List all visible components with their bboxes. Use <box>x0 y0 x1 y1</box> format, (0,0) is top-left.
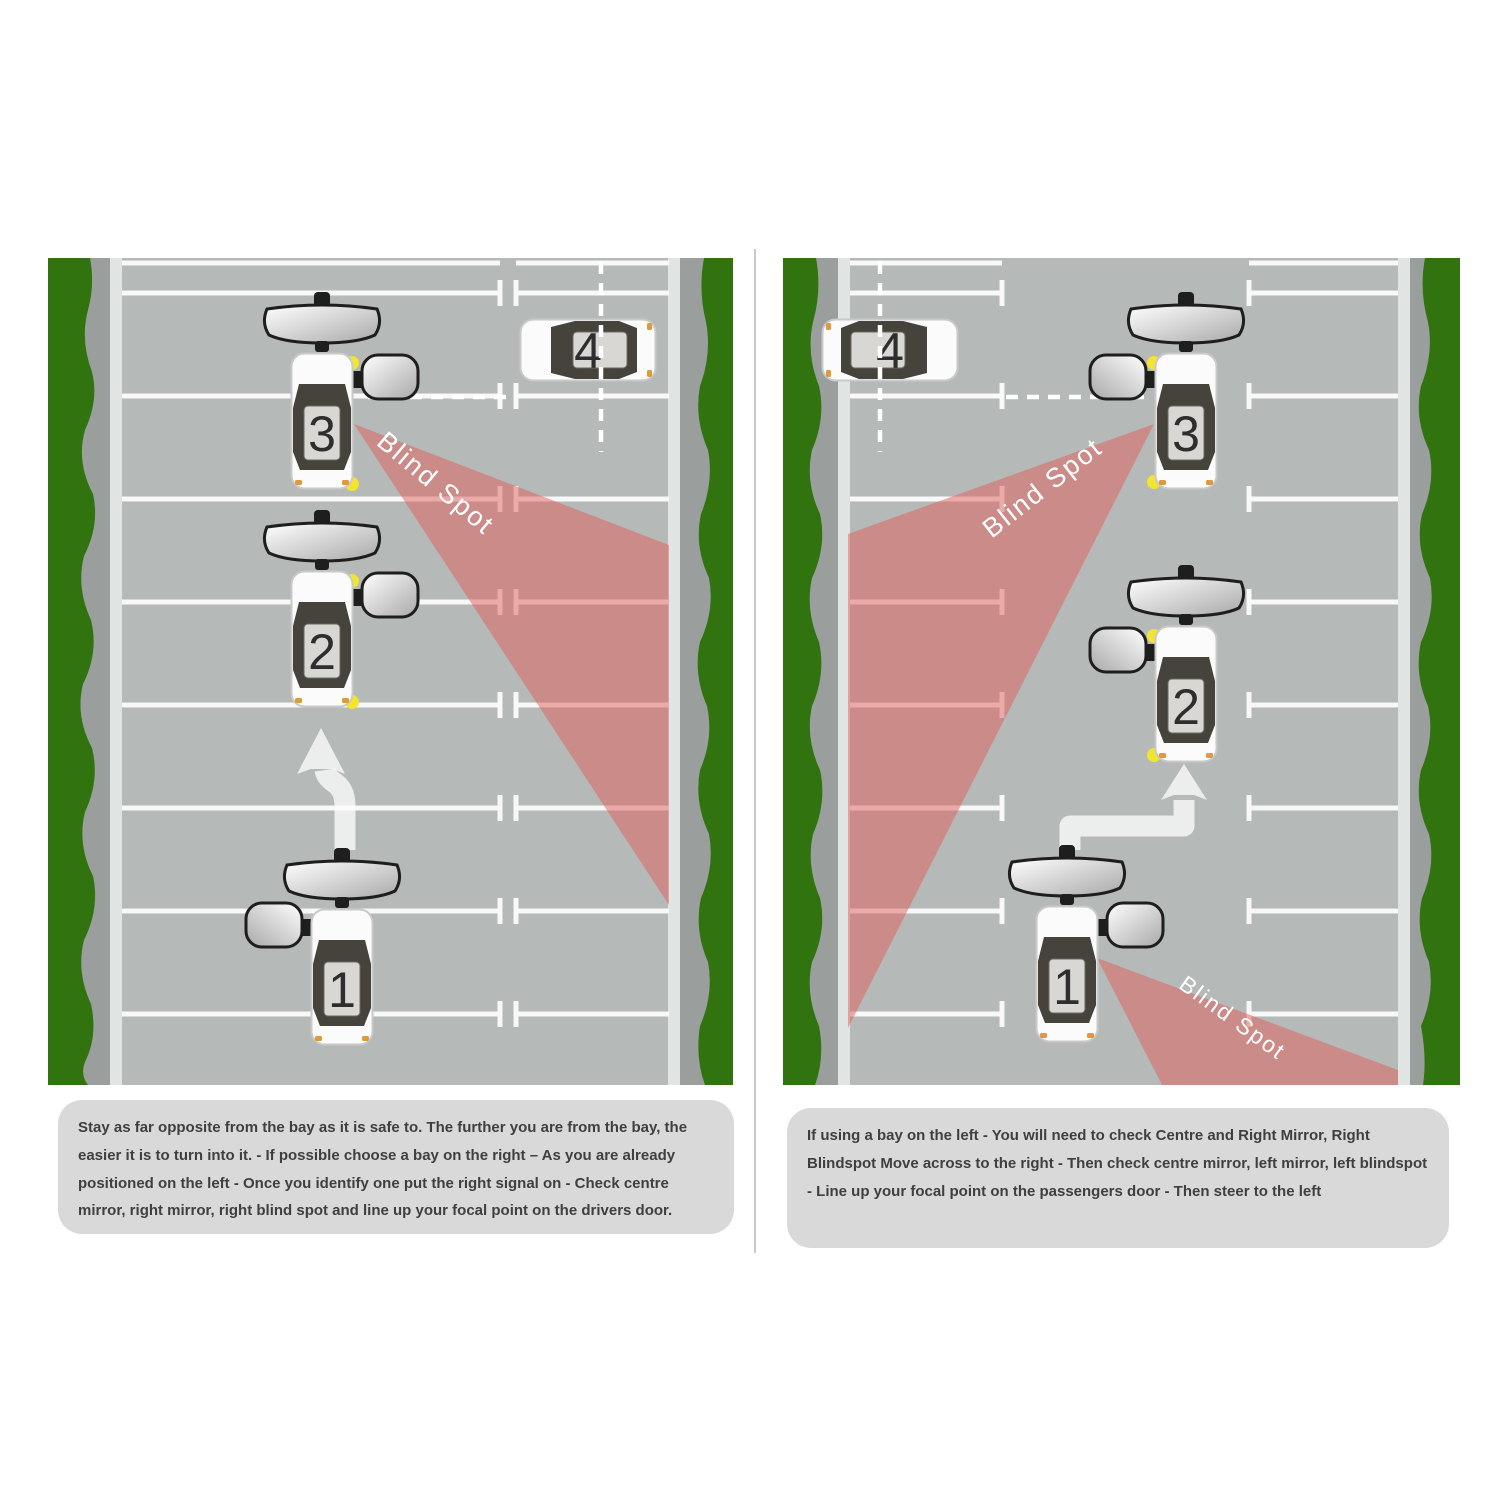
turn-arrow <box>1059 800 1195 850</box>
blind-spot-zone <box>848 424 1154 1028</box>
road-edge-line <box>838 258 850 1085</box>
blind-spot-zone <box>354 424 669 905</box>
car-4-number: 4 <box>574 323 602 379</box>
car-3-number: 3 <box>308 406 336 462</box>
car-1-number: 1 <box>1053 959 1081 1015</box>
road-edge-line <box>1398 258 1410 1085</box>
grass-strip <box>697 258 733 1085</box>
car-3-number: 3 <box>1172 406 1200 462</box>
car-1-number: 1 <box>328 962 356 1018</box>
road-edge-line <box>668 258 680 1085</box>
parking-bay-lines-right <box>1246 260 1398 1027</box>
left-diagram: 4 Blind Spot 3 2 1 <box>48 258 733 1085</box>
car-2-number: 2 <box>308 624 336 680</box>
car-2-number: 2 <box>1172 679 1200 735</box>
grass-strip <box>1418 258 1460 1085</box>
road-edge-line <box>110 258 122 1085</box>
right-diagram: 4 Blind Spot Blind Spot 3 2 1 <box>783 258 1460 1085</box>
caption-left: Stay as far opposite from the bay as it … <box>58 1100 734 1234</box>
grass-strip <box>48 258 96 1085</box>
grass-strip <box>783 258 823 1085</box>
blind-spot-zone <box>1097 958 1398 1085</box>
panel-divider <box>754 249 756 1253</box>
turn-arrow <box>314 767 356 850</box>
turn-arrow-head <box>297 728 345 774</box>
caption-right: If using a bay on the left - You will ne… <box>787 1108 1449 1248</box>
turn-arrow-head <box>1161 764 1207 800</box>
